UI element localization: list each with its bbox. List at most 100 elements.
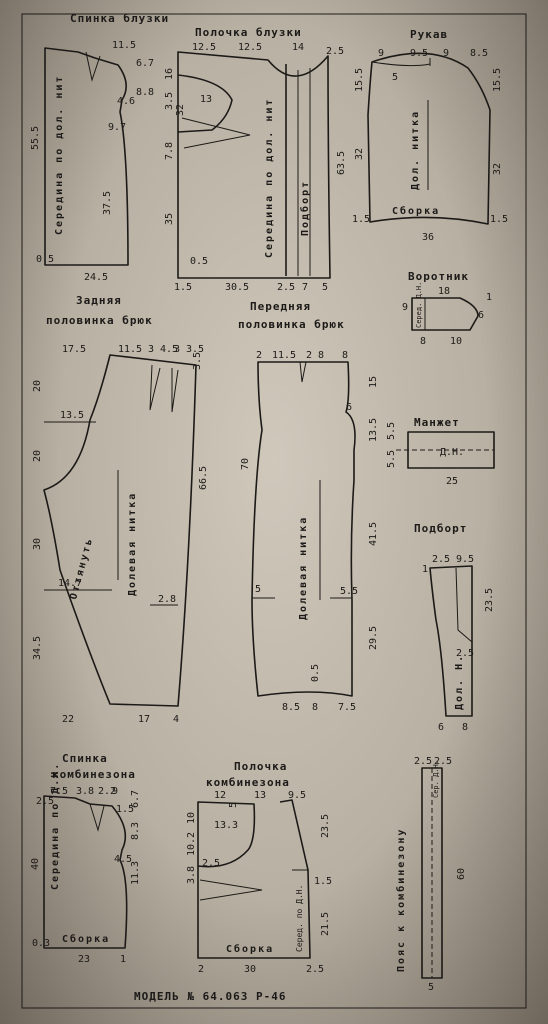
- svg-text:7.8: 7.8: [164, 142, 175, 160]
- facing-piece: Подборт 2.5 9.5 1 23.5 2.5 6 8 Дол. Н.: [414, 522, 495, 733]
- svg-text:1.5: 1.5: [116, 804, 134, 815]
- svg-text:2.2: 2.2: [98, 786, 116, 797]
- svg-text:5: 5: [255, 584, 261, 595]
- svg-text:23.5: 23.5: [320, 814, 331, 838]
- front-blouse-piece: Полочка блузки 12.5 12.5 14 2.5 16 3.5 1…: [164, 26, 347, 293]
- svg-text:13.5: 13.5: [60, 410, 84, 421]
- front-jumpsuit-title-2: комбинезона: [206, 776, 290, 789]
- sheet-border: [21, 13, 527, 1009]
- back-trousers-grain-label: Долевая нитка: [127, 492, 138, 596]
- svg-text:17.5: 17.5: [62, 344, 86, 355]
- back-trousers-title-1: Задняя: [76, 294, 122, 307]
- svg-text:9.5: 9.5: [456, 554, 474, 565]
- svg-text:32: 32: [492, 163, 503, 175]
- svg-text:5: 5: [322, 282, 328, 293]
- svg-text:30: 30: [32, 538, 43, 550]
- svg-text:2.5: 2.5: [36, 796, 54, 807]
- svg-text:2: 2: [306, 350, 312, 361]
- svg-text:34.5: 34.5: [32, 636, 43, 660]
- svg-text:14.7: 14.7: [58, 578, 82, 589]
- collar-title: Воротник: [408, 270, 469, 283]
- svg-text:15.5: 15.5: [354, 68, 365, 92]
- svg-text:15.5: 15.5: [492, 68, 503, 92]
- front-blouse-title: Полочка блузки: [195, 26, 302, 39]
- svg-text:3.5: 3.5: [186, 344, 204, 355]
- svg-text:1: 1: [120, 954, 126, 965]
- svg-text:6.7: 6.7: [136, 58, 154, 69]
- center-front-label: Середина по дол. нит: [264, 98, 275, 258]
- svg-text:2.5: 2.5: [456, 648, 474, 659]
- svg-text:25: 25: [446, 476, 458, 487]
- sleeve-piece: Рукав 9 9.5 9 8.5 15.5 15.5 5 32 32 1.5 …: [352, 28, 508, 243]
- svg-text:37.5: 37.5: [102, 191, 113, 215]
- svg-text:16: 16: [164, 68, 175, 80]
- svg-text:1.5: 1.5: [174, 282, 192, 293]
- svg-text:9: 9: [443, 48, 449, 59]
- svg-text:18: 18: [438, 286, 450, 297]
- svg-text:2.5: 2.5: [414, 756, 432, 767]
- svg-text:9.5: 9.5: [410, 48, 428, 59]
- belt-label: Пояс к комбинезону: [395, 828, 407, 972]
- svg-text:60: 60: [456, 868, 467, 880]
- svg-text:2: 2: [256, 350, 262, 361]
- facing-grain-label: Дол. Н.: [454, 654, 465, 710]
- svg-text:5: 5: [228, 802, 239, 808]
- back-trousers-title-2: половинка брюк: [46, 314, 153, 327]
- svg-text:1.5: 1.5: [490, 214, 508, 225]
- collar-piece: Воротник 18 9 6 1 8 10 Серед. Д.Н.: [402, 270, 492, 347]
- svg-text:17: 17: [138, 714, 150, 725]
- front-jumpsuit-title-1: Полочка: [234, 760, 287, 773]
- svg-text:11.5: 11.5: [118, 344, 142, 355]
- svg-text:6: 6: [478, 310, 484, 321]
- front-trousers-piece: Передняя половинка брюк 2 11.5 2 8 8 15 …: [238, 300, 379, 713]
- svg-text:30: 30: [244, 964, 256, 975]
- center-front-jumpsuit-label: Серед. по Д.Н.: [295, 885, 304, 952]
- svg-text:8.3: 8.3: [130, 822, 141, 840]
- svg-text:2.5: 2.5: [434, 756, 452, 767]
- sleeve-title: Рукав: [410, 28, 448, 41]
- svg-text:2.5: 2.5: [326, 46, 344, 57]
- svg-text:11.5: 11.5: [112, 40, 136, 51]
- svg-text:2: 2: [198, 964, 204, 975]
- svg-text:4.5: 4.5: [114, 854, 132, 865]
- svg-text:3.8: 3.8: [186, 866, 197, 884]
- svg-text:20: 20: [32, 380, 43, 392]
- svg-text:32: 32: [175, 104, 186, 116]
- svg-text:13: 13: [200, 94, 212, 105]
- svg-text:7.5: 7.5: [338, 702, 356, 713]
- svg-text:6: 6: [346, 402, 352, 413]
- svg-text:2.5: 2.5: [432, 554, 450, 565]
- svg-text:7: 7: [302, 282, 308, 293]
- center-back-label: Середина по дол. нит: [54, 75, 65, 235]
- svg-text:5.5: 5.5: [386, 422, 397, 440]
- svg-text:24.5: 24.5: [84, 272, 108, 283]
- svg-text:55.5: 55.5: [30, 126, 41, 150]
- svg-text:23.5: 23.5: [484, 588, 495, 612]
- belt-grain-label: Сер. Д.Н.: [432, 760, 440, 798]
- back-blouse-piece: Спинка блузки 11.5 6.7 4.6 9.7 8.8 55.5 …: [30, 12, 169, 283]
- back-jumpsuit-title-2: комбинезона: [52, 768, 136, 781]
- svg-text:6.7: 6.7: [130, 790, 141, 808]
- svg-text:13: 13: [254, 790, 266, 801]
- svg-text:10.2: 10.2: [186, 832, 197, 856]
- back-blouse-title: Спинка блузки: [70, 12, 169, 25]
- svg-text:1.5: 1.5: [314, 876, 332, 887]
- svg-text:63.5: 63.5: [336, 151, 347, 175]
- svg-text:10: 10: [450, 336, 462, 347]
- svg-text:41.5: 41.5: [368, 522, 379, 546]
- svg-text:9.5: 9.5: [288, 790, 306, 801]
- front-jumpsuit-gather-label: Сборка: [226, 943, 274, 955]
- svg-text:5.5: 5.5: [340, 586, 358, 597]
- collar-grain-label: Серед. Д.Н.: [415, 282, 423, 328]
- svg-text:10: 10: [186, 812, 197, 824]
- svg-text:13.3: 13.3: [214, 820, 238, 831]
- back-jumpsuit-gather-label: Сборка: [62, 933, 110, 945]
- cuff-piece: Манжет 5.5 5.5 25 Д.Н.: [386, 416, 495, 487]
- center-back-jumpsuit-label: Середина по Д.Н.: [50, 762, 61, 890]
- svg-text:9: 9: [378, 48, 384, 59]
- svg-text:4.5: 4.5: [160, 344, 178, 355]
- svg-text:21.5: 21.5: [320, 912, 331, 936]
- svg-text:12: 12: [214, 790, 226, 801]
- svg-text:3.8: 3.8: [76, 786, 94, 797]
